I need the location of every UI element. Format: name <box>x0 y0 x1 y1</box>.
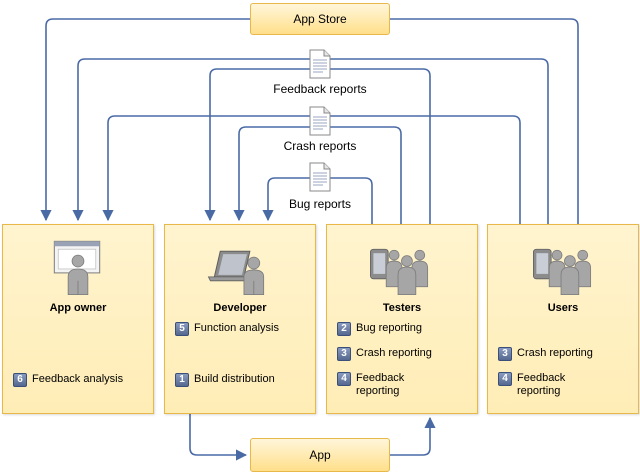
connector-users-to-appstore <box>390 18 579 224</box>
panel-title-developer: Developer <box>213 302 267 314</box>
app-label: App <box>309 448 331 462</box>
step-number-badge: 4 <box>498 372 512 386</box>
document-icon <box>309 106 331 136</box>
panel-title-app-owner: App owner <box>49 302 107 314</box>
panel-title-testers: Testers <box>382 302 422 314</box>
step-label: Function analysis <box>194 322 279 334</box>
panel-testers: Testers 2 Bug reporting 3 Crash reportin… <box>326 224 478 414</box>
step-bug-reporting: 2 Bug reporting <box>337 322 422 336</box>
app-box: App <box>250 438 390 472</box>
panel-users: Users 3 Crash reporting 4 Feedback repor… <box>487 224 639 414</box>
panel-developer: Developer 5 Function analysis 1 Build di… <box>164 224 316 414</box>
feedback-reports-label: Feedback reports <box>273 82 367 96</box>
developer-icon <box>207 250 265 296</box>
step-number-badge: 6 <box>13 373 27 387</box>
testers-icon <box>370 248 429 296</box>
step-label: Crash reporting <box>517 347 593 359</box>
step-feedback-analysis: 6 Feedback analysis <box>13 373 123 387</box>
step-label: Bug reporting <box>356 322 423 334</box>
connector-appstore-to-appowner <box>40 18 250 222</box>
step-number-badge: 4 <box>337 372 351 386</box>
crash-reports-label: Crash reports <box>283 139 357 153</box>
step-feedback-reporting: 4 Feedback reporting <box>337 372 416 398</box>
step-label: Feedback reporting <box>356 372 405 397</box>
document-icon <box>309 49 331 79</box>
document-icon <box>309 162 331 192</box>
panel-app-owner: App owner 6 Feedback analysis <box>2 224 154 414</box>
step-label: Build distribution <box>194 373 275 385</box>
step-build-distribution: 1 Build distribution <box>175 373 275 387</box>
app-store-label: App Store <box>293 12 347 26</box>
app-store-box: App Store <box>250 3 390 35</box>
connector-app-to-testers <box>390 416 436 456</box>
users-icon <box>533 248 592 296</box>
connector-developer-to-app <box>189 414 248 461</box>
step-label: Feedback analysis <box>32 373 124 385</box>
step-number-badge: 2 <box>337 322 351 336</box>
step-feedback-reporting: 4 Feedback reporting <box>498 372 577 398</box>
app-owner-icon <box>53 240 101 296</box>
step-number-badge: 3 <box>498 347 512 361</box>
step-number-badge: 5 <box>175 322 189 336</box>
panel-title-users: Users <box>547 302 579 314</box>
step-number-badge: 1 <box>175 373 189 387</box>
step-number-badge: 3 <box>337 347 351 361</box>
bug-reports-label: Bug reports <box>288 197 352 211</box>
step-label: Crash reporting <box>356 347 432 359</box>
step-label: Feedback reporting <box>517 372 566 397</box>
step-crash-reporting: 3 Crash reporting <box>498 347 593 361</box>
step-crash-reporting: 3 Crash reporting <box>337 347 432 361</box>
step-function-analysis: 5 Function analysis <box>175 322 279 336</box>
